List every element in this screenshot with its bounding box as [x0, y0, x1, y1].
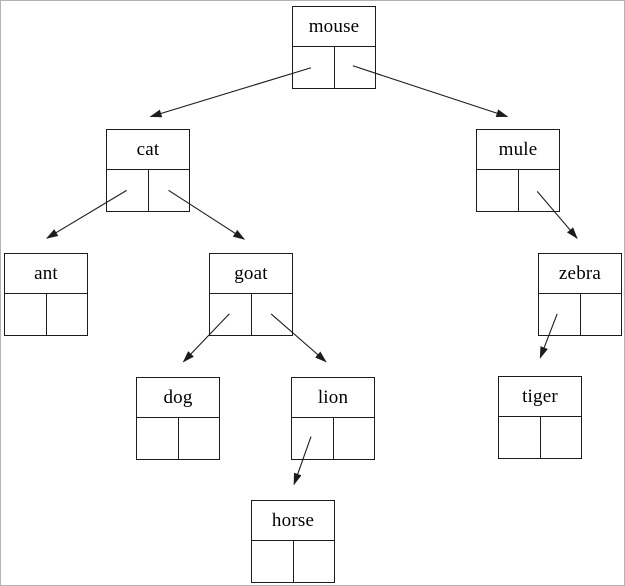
node-label-goat: goat: [210, 254, 292, 294]
right-pointer-cell-ant: [45, 294, 88, 335]
right-pointer-cell-tiger: [539, 417, 582, 458]
left-pointer-cell-dog: [137, 418, 178, 459]
left-pointer-cell-ant: [5, 294, 46, 335]
left-pointer-cell-zebra: [539, 294, 580, 335]
left-pointer-cell-lion: [292, 418, 333, 459]
node-mule: mule: [476, 129, 560, 212]
node-ant: ant: [4, 253, 88, 336]
pointer-row-mule: [477, 170, 559, 211]
pointer-row-ant: [5, 294, 87, 335]
node-label-tiger: tiger: [499, 377, 581, 417]
left-pointer-cell-mouse: [293, 47, 334, 88]
right-pointer-cell-dog: [177, 418, 220, 459]
left-pointer-cell-mule: [477, 170, 518, 211]
node-zebra: zebra: [538, 253, 622, 336]
pointer-row-tiger: [499, 417, 581, 458]
pointer-row-zebra: [539, 294, 621, 335]
node-label-lion: lion: [292, 378, 374, 418]
right-pointer-cell-mouse: [333, 47, 376, 88]
left-pointer-cell-tiger: [499, 417, 540, 458]
node-dog: dog: [136, 377, 220, 460]
right-pointer-cell-goat: [250, 294, 293, 335]
node-tiger: tiger: [498, 376, 582, 459]
pointer-row-dog: [137, 418, 219, 459]
node-goat: goat: [209, 253, 293, 336]
pointer-row-mouse: [293, 47, 375, 88]
node-mouse: mouse: [292, 6, 376, 89]
node-label-mouse: mouse: [293, 7, 375, 47]
right-pointer-cell-lion: [332, 418, 375, 459]
node-label-ant: ant: [5, 254, 87, 294]
node-lion: lion: [291, 377, 375, 460]
pointer-row-lion: [292, 418, 374, 459]
node-label-horse: horse: [252, 501, 334, 541]
left-pointer-cell-cat: [107, 170, 148, 211]
node-horse: horse: [251, 500, 335, 583]
pointer-row-horse: [252, 541, 334, 582]
right-pointer-cell-cat: [147, 170, 190, 211]
right-pointer-cell-zebra: [579, 294, 622, 335]
left-pointer-cell-goat: [210, 294, 251, 335]
right-pointer-cell-horse: [292, 541, 335, 582]
node-label-cat: cat: [107, 130, 189, 170]
node-label-mule: mule: [477, 130, 559, 170]
right-pointer-cell-mule: [517, 170, 560, 211]
node-label-zebra: zebra: [539, 254, 621, 294]
node-label-dog: dog: [137, 378, 219, 418]
pointer-row-cat: [107, 170, 189, 211]
node-cat: cat: [106, 129, 190, 212]
pointer-row-goat: [210, 294, 292, 335]
left-pointer-cell-horse: [252, 541, 293, 582]
